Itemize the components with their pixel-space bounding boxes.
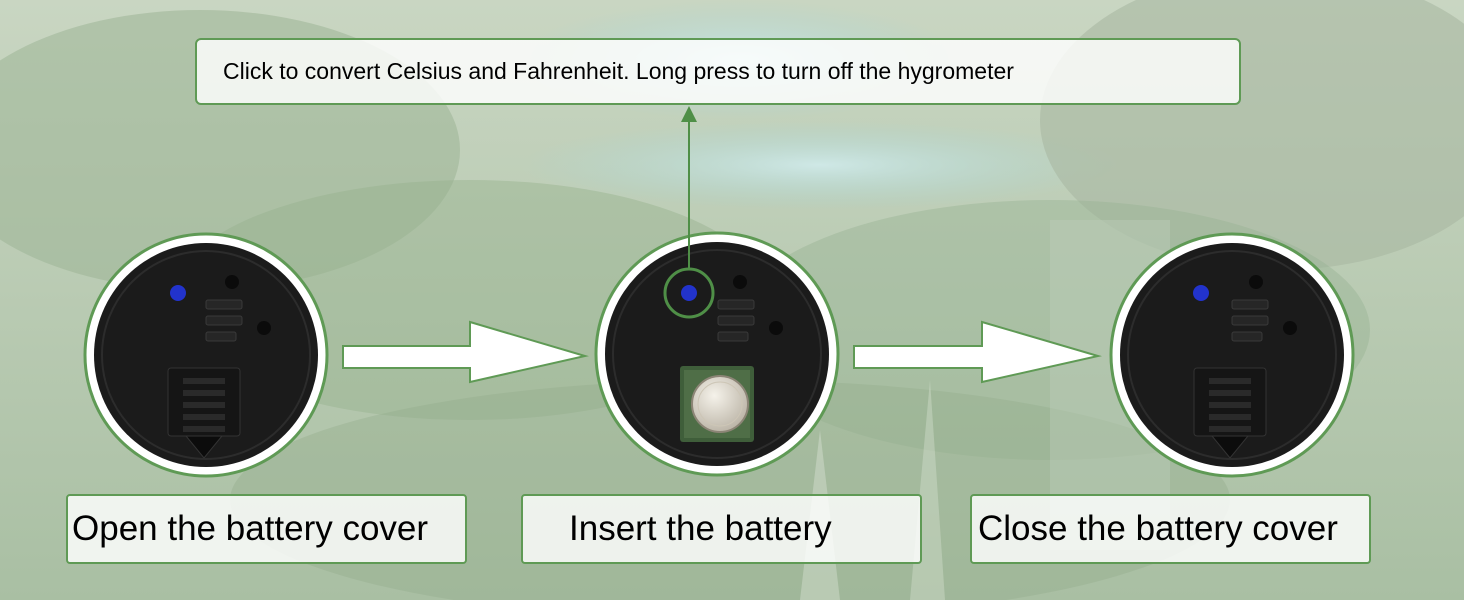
- mode-button-icon: [681, 285, 697, 301]
- arrow-right-icon: [853, 320, 1102, 384]
- step-label-text: Insert the battery: [569, 509, 832, 548]
- step-label-open: Open the battery cover: [66, 494, 467, 564]
- mode-button-icon: [1193, 285, 1209, 301]
- device-close-cover: [1109, 232, 1355, 478]
- coin-battery-icon: [691, 375, 749, 433]
- highlight-circle: [663, 267, 715, 319]
- step-label-text: Open the battery cover: [72, 509, 429, 548]
- device-open-cover: [83, 232, 329, 478]
- step-label-text: Close the battery cover: [978, 509, 1338, 548]
- step-label-close: Close the battery cover: [970, 494, 1371, 564]
- device-insert-battery: [594, 231, 840, 477]
- mode-button-icon: [170, 285, 186, 301]
- arrow-right-icon: [342, 320, 589, 384]
- step-label-insert: Insert the battery: [521, 494, 922, 564]
- instruction-note-text: Click to convert Celsius and Fahrenheit.…: [223, 58, 1014, 84]
- instruction-note: Click to convert Celsius and Fahrenheit.…: [195, 38, 1241, 105]
